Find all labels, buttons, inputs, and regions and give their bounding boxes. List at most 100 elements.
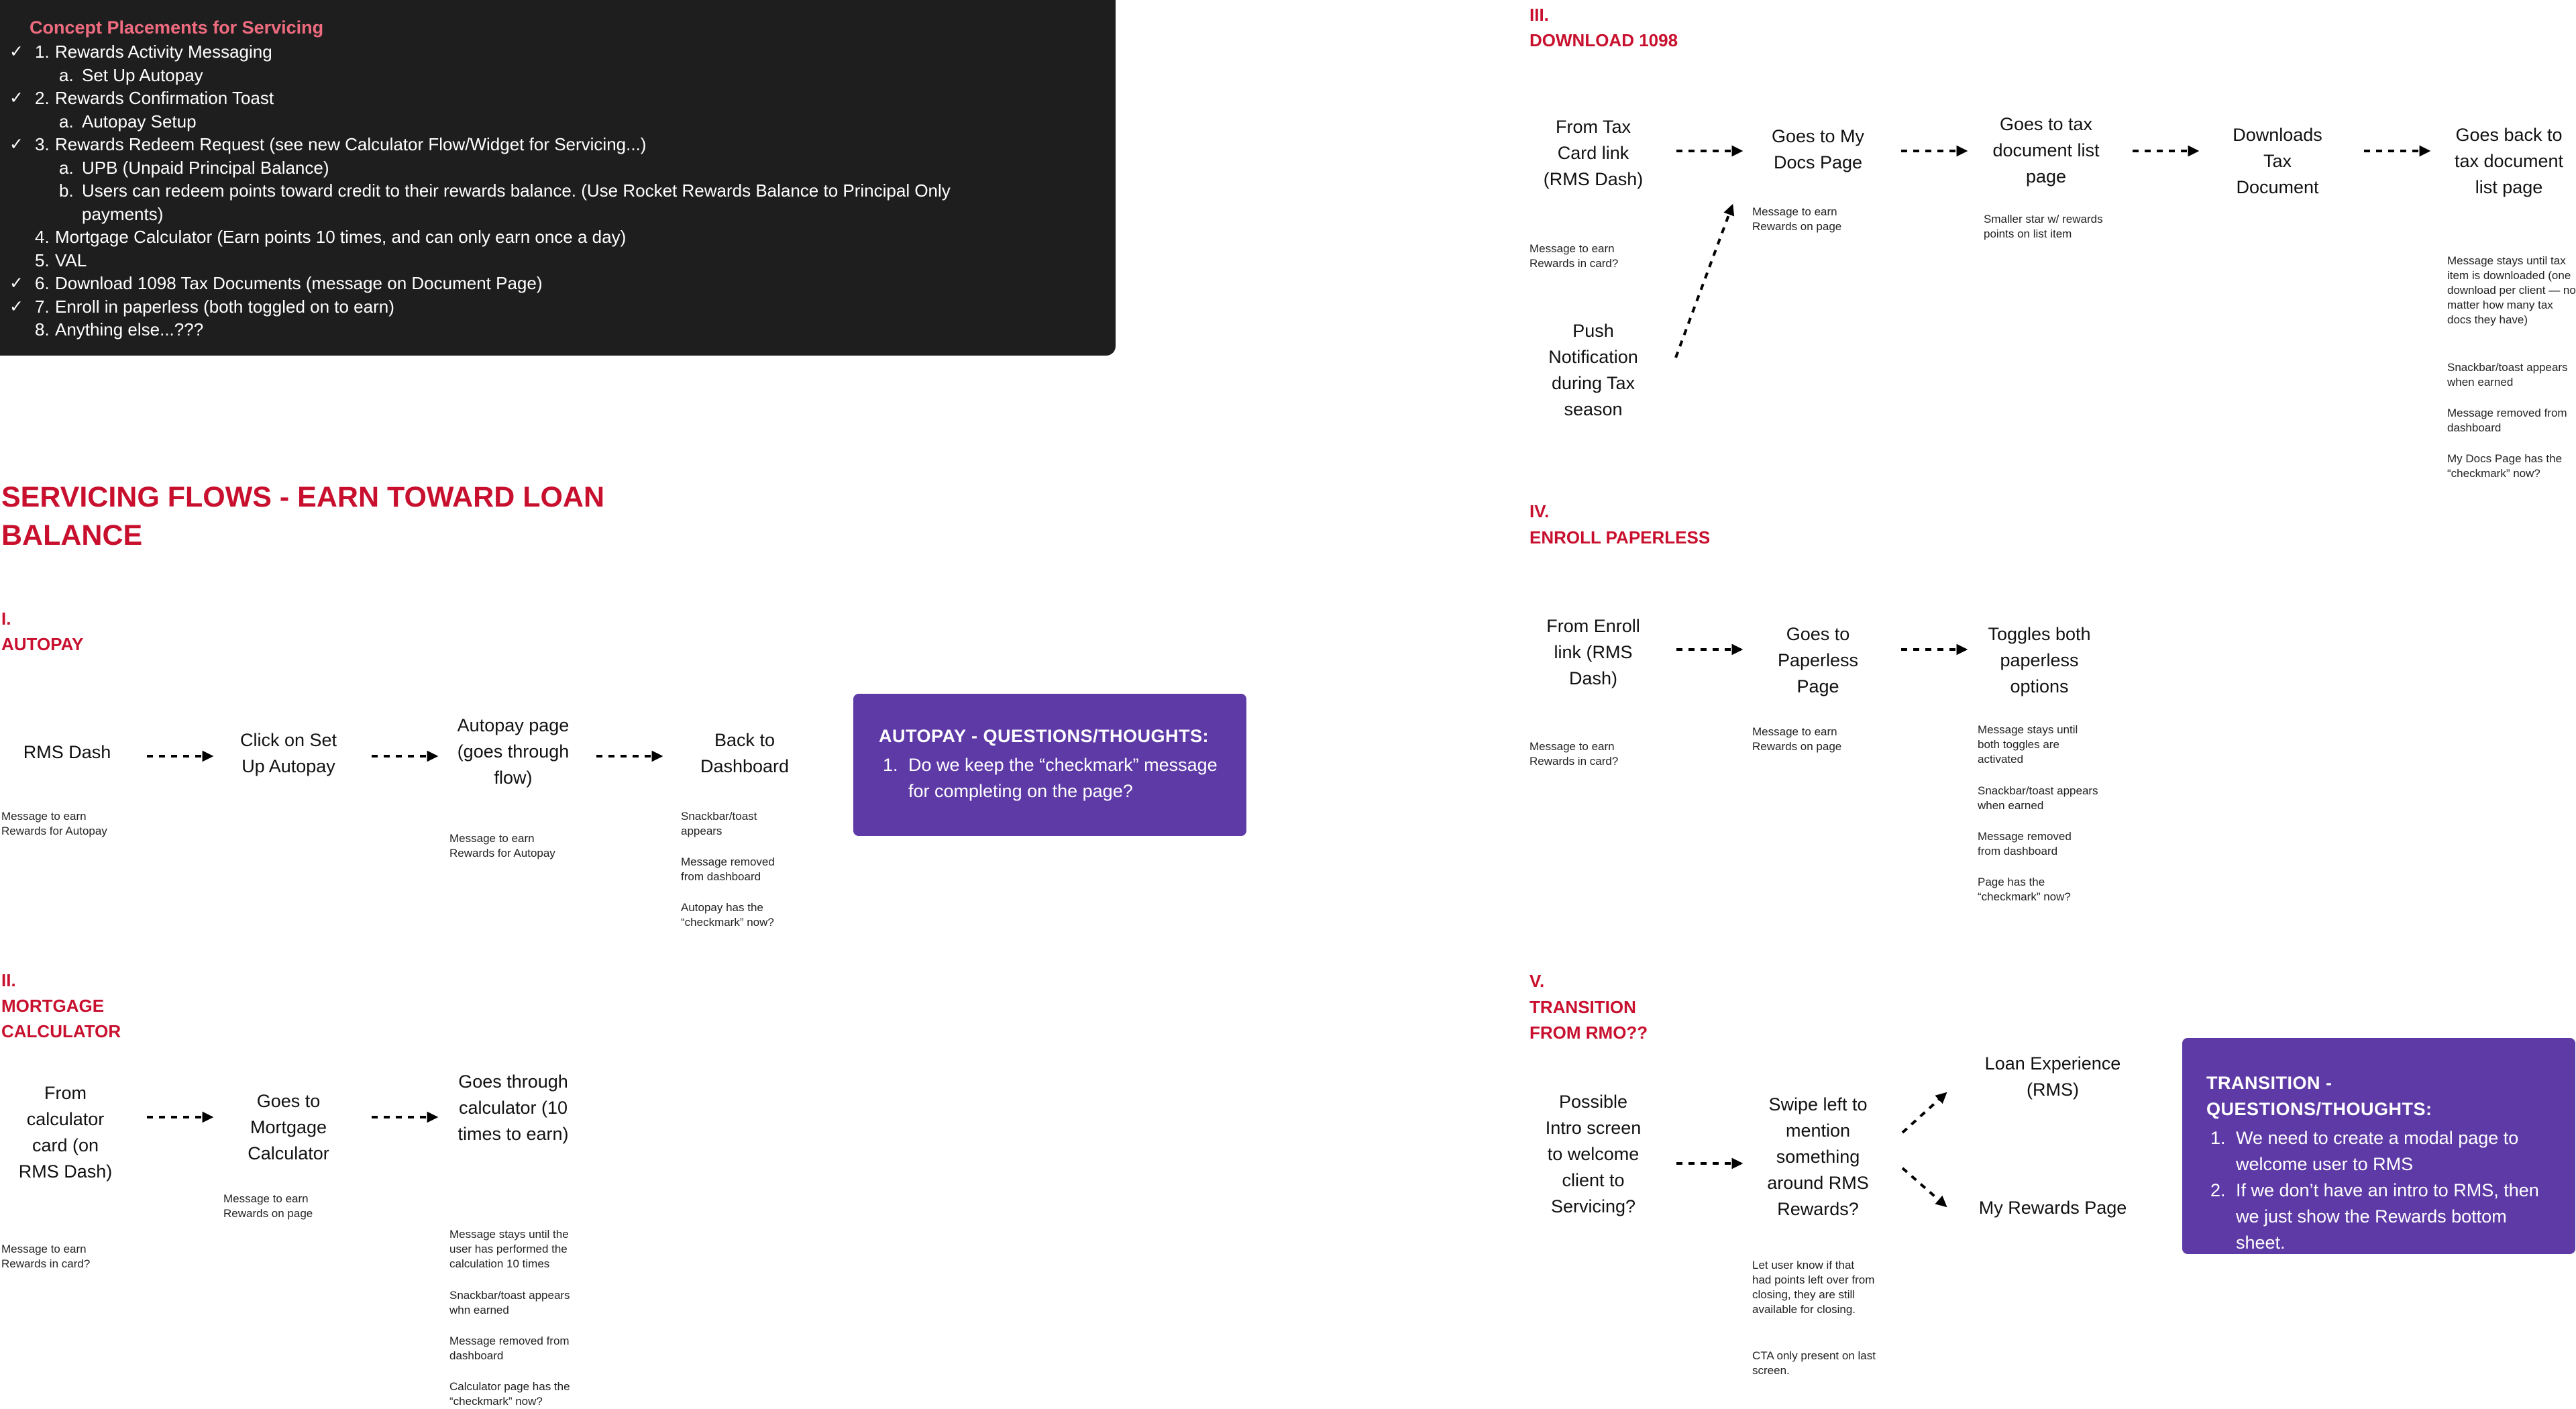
flow-node-goes-through-calculator: Goes through calculator (10 times to ear… [458,1072,569,1144]
flow-note: Autopay has the “checkmark” now? [681,901,774,929]
flow-note: Message to earn Rewards for Autopay [449,832,555,859]
flow-arrow [1676,643,1743,656]
flow-note: Message removed from dashboard [681,855,775,883]
list-item: 8.Anything else...??? [35,319,204,340]
paperless-section-number: IV. [1529,501,1550,521]
flow-note: Message to earn Rewards in card? [1,1243,91,1270]
list-item: ✓2.Rewards Confirmation Toast [0,87,1073,110]
flow-node-intro-screen: Possible Intro screen to welcome client … [1545,1092,1642,1216]
flow-note: Snackbar/toast appears when earned [1978,784,2098,812]
flow-node-my-rewards-page: My Rewards Page [1978,1198,2127,1218]
flow-node-mortgage-calculator: Goes to Mortgage Calculator [248,1091,329,1163]
checkmark-icon: ✓ [9,89,23,107]
flow-note: Message stays until tax item is download… [2447,254,2576,326]
flow-note: CTA only present on last screen. [1752,1349,1876,1377]
flow-arrow [147,750,214,762]
list-item: ✓1.Rewards Activity Messaging [0,40,1073,64]
flow-arrow [1674,203,1735,358]
flow-note: Page has the “checkmark” now? [1978,876,2071,903]
flow-node-rms-dash: RMS Dash [23,742,111,762]
autopay-questions-box: AUTOPAY - QUESTIONS/THOUGHTS: Do we keep… [853,694,1246,836]
mortgage-section-title: CALCULATOR [1,1021,121,1041]
flow-note: My Docs Page has the “checkmark” now? [2447,452,2563,480]
flow-node-toggles-paperless: Toggles both paperless options [1988,624,2091,696]
flow-arrow [1901,1092,1947,1134]
flow-node-enroll-link: From Enroll link (RMS Dash) [1546,616,1640,688]
flow-note: Message removed from dashboard [1978,830,2072,857]
checkmark-icon: ✓ [9,274,23,293]
question-item: We need to create a modal page to welcom… [2231,1125,2553,1178]
flow-node-loan-experience: Loan Experience (RMS) [1984,1053,2121,1100]
question-item: If we don’t have an intro to RMS, then w… [2231,1178,2553,1256]
flow-note: Snackbar/toast appears whn earned [449,1289,570,1316]
flow-node-swipe-left: Swipe left to mention something around R… [1767,1094,1869,1219]
flow-arrow [147,1111,214,1123]
checkmark-icon: ✓ [9,135,23,154]
flow-node-my-docs-page: Goes to My Docs Page [1771,126,1865,172]
list-item: a.Set Up Autopay [59,64,203,85]
flow-note: Message to earn Rewards in card? [1529,242,1619,270]
flow-arrow [1901,1167,1947,1208]
page-title: SERVICING FLOWS - EARN TOWARD LOAN BALAN… [1,481,605,552]
flow-node-autopay-page: Autopay page (goes through flow) [457,715,570,788]
transition-section-number: V. [1529,971,1545,991]
transition-questions-title: TRANSITION - QUESTIONS/THOUGHTS: [2206,1073,2432,1119]
download-section-number: III. [1529,5,1549,25]
flow-node-downloads-tax-document: Downloads Tax Document [2233,125,2322,197]
flow-note: Message stays until the user has perform… [449,1228,569,1270]
flow-node-paperless-page: Goes to Paperless Page [1777,624,1859,696]
flow-arrow [596,750,663,762]
transition-section-title: FROM RMO?? [1529,1023,1648,1043]
flow-note: Message to earn Rewards on page [1752,205,1842,233]
list-item: ✓6.Download 1098 Tax Documents (message … [0,272,1073,295]
flow-node-click-set-up-autopay: Click on Set Up Autopay [239,730,337,776]
autopay-section-title: AUTOPAY [1,634,84,654]
list-item: ✓7.Enroll in paperless (both toggled on … [0,295,1073,319]
flow-node-push-notification: Push Notification during Tax season [1548,321,1638,419]
flow-note: Calculator page has the “checkmark” now? [449,1380,570,1408]
autopay-questions-title: AUTOPAY - QUESTIONS/THOUGHTS: [879,726,1210,746]
list-item: ✓3.Rewards Redeem Request (see new Calcu… [0,133,1073,156]
flow-arrow [1676,1157,1743,1169]
flow-arrow [1901,145,1968,157]
transition-questions-box: TRANSITION - QUESTIONS/THOUGHTS: We need… [2182,1038,2575,1254]
list-item: 5.VAL [35,250,87,270]
flow-node-back-to-dashboard: Back to Dashboard [700,730,790,776]
list-item: b.Users can redeem points toward credit … [59,180,951,224]
flow-arrow [372,750,439,762]
flow-node-tax-document-list: Goes to tax document list page [1992,114,2100,187]
mortgage-section-title: MORTGAGE [1,996,105,1016]
flow-note: Snackbar/toast appears when earned [2447,361,2568,388]
list-item: 4.Mortgage Calculator (Earn points 10 ti… [35,227,627,247]
flow-note: Message stays until both toggles are act… [1978,723,2078,766]
flow-node-back-to-list: Goes back to tax document list page [2454,125,2564,197]
mortgage-section-number: II. [1,970,16,990]
autopay-section-number: I. [1,609,11,629]
flow-note: Snackbar/toast appears [681,810,757,837]
flow-node-tax-card-link: From Tax Card link (RMS Dash) [1543,117,1644,189]
flow-note: Message removed from dashboard [449,1335,570,1362]
flow-arrow [372,1111,439,1123]
checkmark-icon: ✓ [9,42,23,61]
concept-placements-title: Concept Placements for Servicing [30,17,324,38]
list-item: a.UPB (Unpaid Principal Balance) [59,157,329,178]
flow-note: Message removed from dashboard [2447,407,2567,434]
paperless-section-title: ENROLL PAPERLESS [1529,527,1711,547]
question-item: Do we keep the “checkmark” message for c… [903,752,1221,804]
flow-node-calculator-card: From calculator card (on RMS Dash) [18,1083,113,1182]
list-item: a.Autopay Setup [59,111,197,132]
checkmark-icon: ✓ [9,297,23,316]
transition-section-title: TRANSITION [1529,997,1636,1017]
flow-note: Message to earn Rewards on page [223,1192,313,1220]
flow-arrow [2364,145,2431,157]
concept-placements-card: Concept Placements for Servicing ✓1.Rewa… [0,0,1116,356]
flow-note: Let user know if that had points left ov… [1752,1259,1875,1316]
flow-arrow [2133,145,2200,157]
flow-note: Message to earn Rewards on page [1752,725,1842,753]
flow-arrow [1901,643,1968,656]
flow-note: Message to earn Rewards in card? [1529,740,1619,768]
concept-list: ✓1.Rewards Activity Messaging a.Set Up A… [0,40,1073,342]
flow-note: Smaller star w/ rewards points on list i… [1984,213,2103,240]
flow-arrow [1676,145,1743,157]
download-section-title: DOWNLOAD 1098 [1529,30,1678,50]
